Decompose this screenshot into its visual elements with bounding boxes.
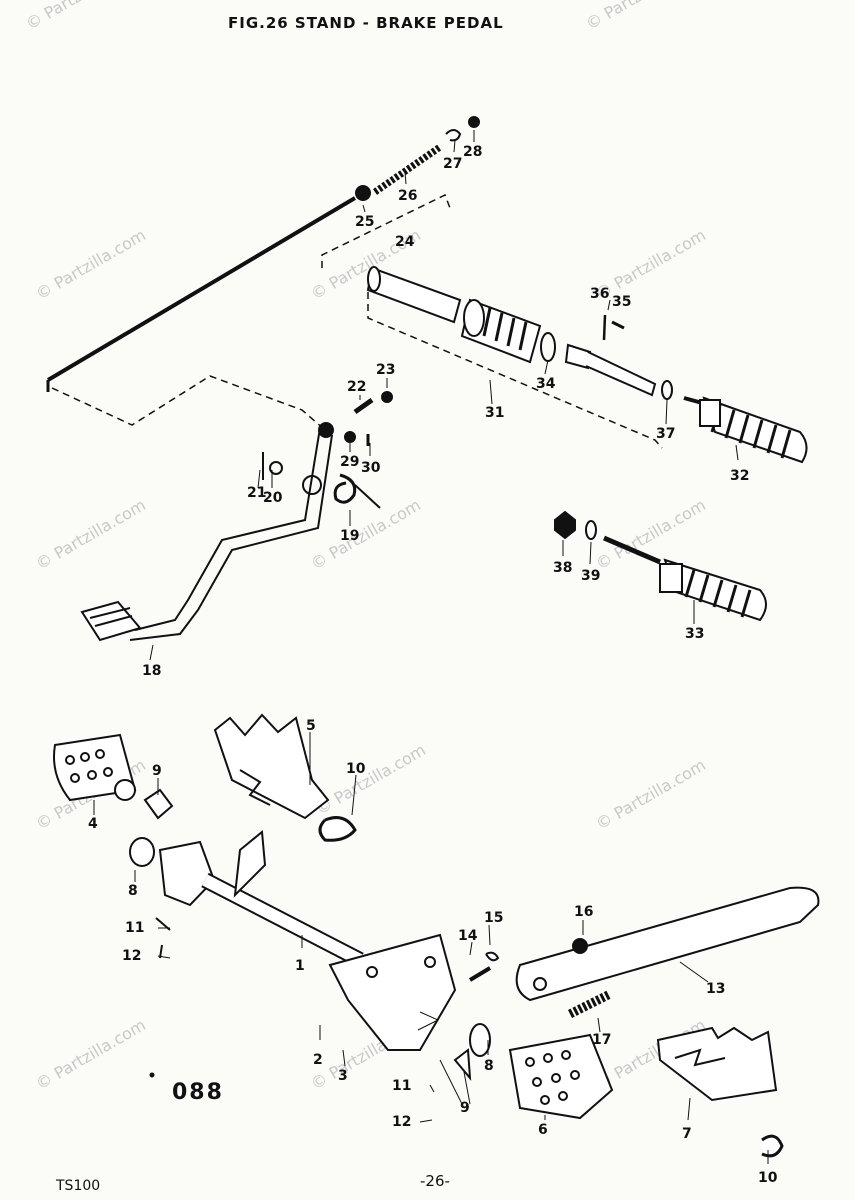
footpeg-33 bbox=[554, 510, 767, 622]
callout-24: 24 bbox=[395, 234, 415, 250]
callout-34: 34 bbox=[536, 376, 556, 392]
callout-12: 12 bbox=[122, 948, 141, 964]
footrest-7 bbox=[656, 1026, 784, 1158]
callout-11b: 11 bbox=[392, 1078, 411, 1094]
watermark: © Partzilla.com bbox=[583, 0, 699, 33]
center-stand bbox=[155, 830, 491, 1082]
callouts: 1 2 3 4 5 6 7 8 8 9 9 10 10 11 11 12 12 … bbox=[88, 144, 778, 1186]
drawing-code: 088 bbox=[172, 1080, 224, 1105]
callout-8: 8 bbox=[128, 883, 138, 899]
callout-18: 18 bbox=[142, 663, 161, 679]
callout-38: 38 bbox=[553, 560, 572, 576]
watermark: © Partzilla.com bbox=[308, 495, 424, 573]
callout-4: 4 bbox=[88, 816, 98, 832]
callout-36: 36 bbox=[590, 286, 609, 302]
callout-6: 6 bbox=[538, 1122, 548, 1138]
figure-title: FIG.26 STAND - BRAKE PEDAL bbox=[228, 14, 504, 32]
watermark: © Partzilla.com bbox=[23, 0, 139, 33]
brake-pedal bbox=[80, 391, 393, 642]
callout-19: 19 bbox=[340, 528, 359, 544]
callout-25: 25 bbox=[355, 214, 374, 230]
callout-28: 28 bbox=[463, 144, 482, 160]
callout-37: 37 bbox=[656, 426, 675, 442]
brake-rod bbox=[46, 193, 451, 431]
callout-1: 1 bbox=[295, 958, 305, 974]
callout-12b: 12 bbox=[392, 1114, 411, 1130]
callout-23: 23 bbox=[376, 362, 395, 378]
callout-10: 10 bbox=[346, 761, 366, 777]
callout-2: 2 bbox=[313, 1052, 323, 1068]
leader-lines bbox=[93, 130, 769, 1164]
brake-shaft-assembly bbox=[366, 266, 673, 449]
callout-27: 27 bbox=[443, 156, 462, 172]
callout-15: 15 bbox=[484, 910, 503, 926]
callout-9: 9 bbox=[152, 763, 162, 779]
dot-mark bbox=[149, 1072, 155, 1078]
callout-3: 3 bbox=[338, 1068, 348, 1084]
callout-22: 22 bbox=[347, 379, 366, 395]
callout-11: 11 bbox=[125, 920, 144, 936]
callout-10b: 10 bbox=[758, 1170, 778, 1186]
callout-26: 26 bbox=[398, 188, 417, 204]
watermark: © Partzilla.com bbox=[593, 755, 709, 833]
callout-21: 21 bbox=[247, 485, 266, 501]
callout-5: 5 bbox=[306, 718, 316, 734]
callout-31: 31 bbox=[485, 405, 504, 421]
watermark: © Partzilla.com bbox=[313, 740, 429, 818]
callout-20: 20 bbox=[263, 490, 283, 506]
callout-30: 30 bbox=[361, 460, 381, 476]
callout-16: 16 bbox=[574, 904, 593, 920]
callout-32: 32 bbox=[730, 468, 749, 484]
watermark: © Partzilla.com bbox=[33, 495, 149, 573]
rod-spring bbox=[355, 116, 480, 201]
callout-14: 14 bbox=[458, 928, 478, 944]
callout-7: 7 bbox=[682, 1126, 692, 1142]
callout-17: 17 bbox=[592, 1032, 611, 1048]
watermark: © Partzilla.com bbox=[33, 225, 149, 303]
stand-arm-13 bbox=[468, 886, 820, 1019]
watermark: © Partzilla.com bbox=[593, 495, 709, 573]
callout-9b: 9 bbox=[460, 1100, 470, 1116]
page-number: -26- bbox=[420, 1172, 450, 1190]
callout-39: 39 bbox=[581, 568, 600, 584]
watermark: © Partzilla.com bbox=[593, 225, 709, 303]
callout-33: 33 bbox=[685, 626, 704, 642]
watermark: © Partzilla.com bbox=[33, 1015, 149, 1093]
footrest-5 bbox=[213, 713, 357, 842]
callout-29: 29 bbox=[340, 454, 359, 470]
callout-8b: 8 bbox=[484, 1058, 494, 1074]
footpeg-32 bbox=[683, 396, 808, 464]
footpeg-4 bbox=[53, 733, 174, 867]
footpeg-6 bbox=[508, 1033, 614, 1120]
model-label: TS100 bbox=[56, 1178, 101, 1194]
callout-35: 35 bbox=[612, 294, 631, 310]
callout-13: 13 bbox=[706, 981, 725, 997]
